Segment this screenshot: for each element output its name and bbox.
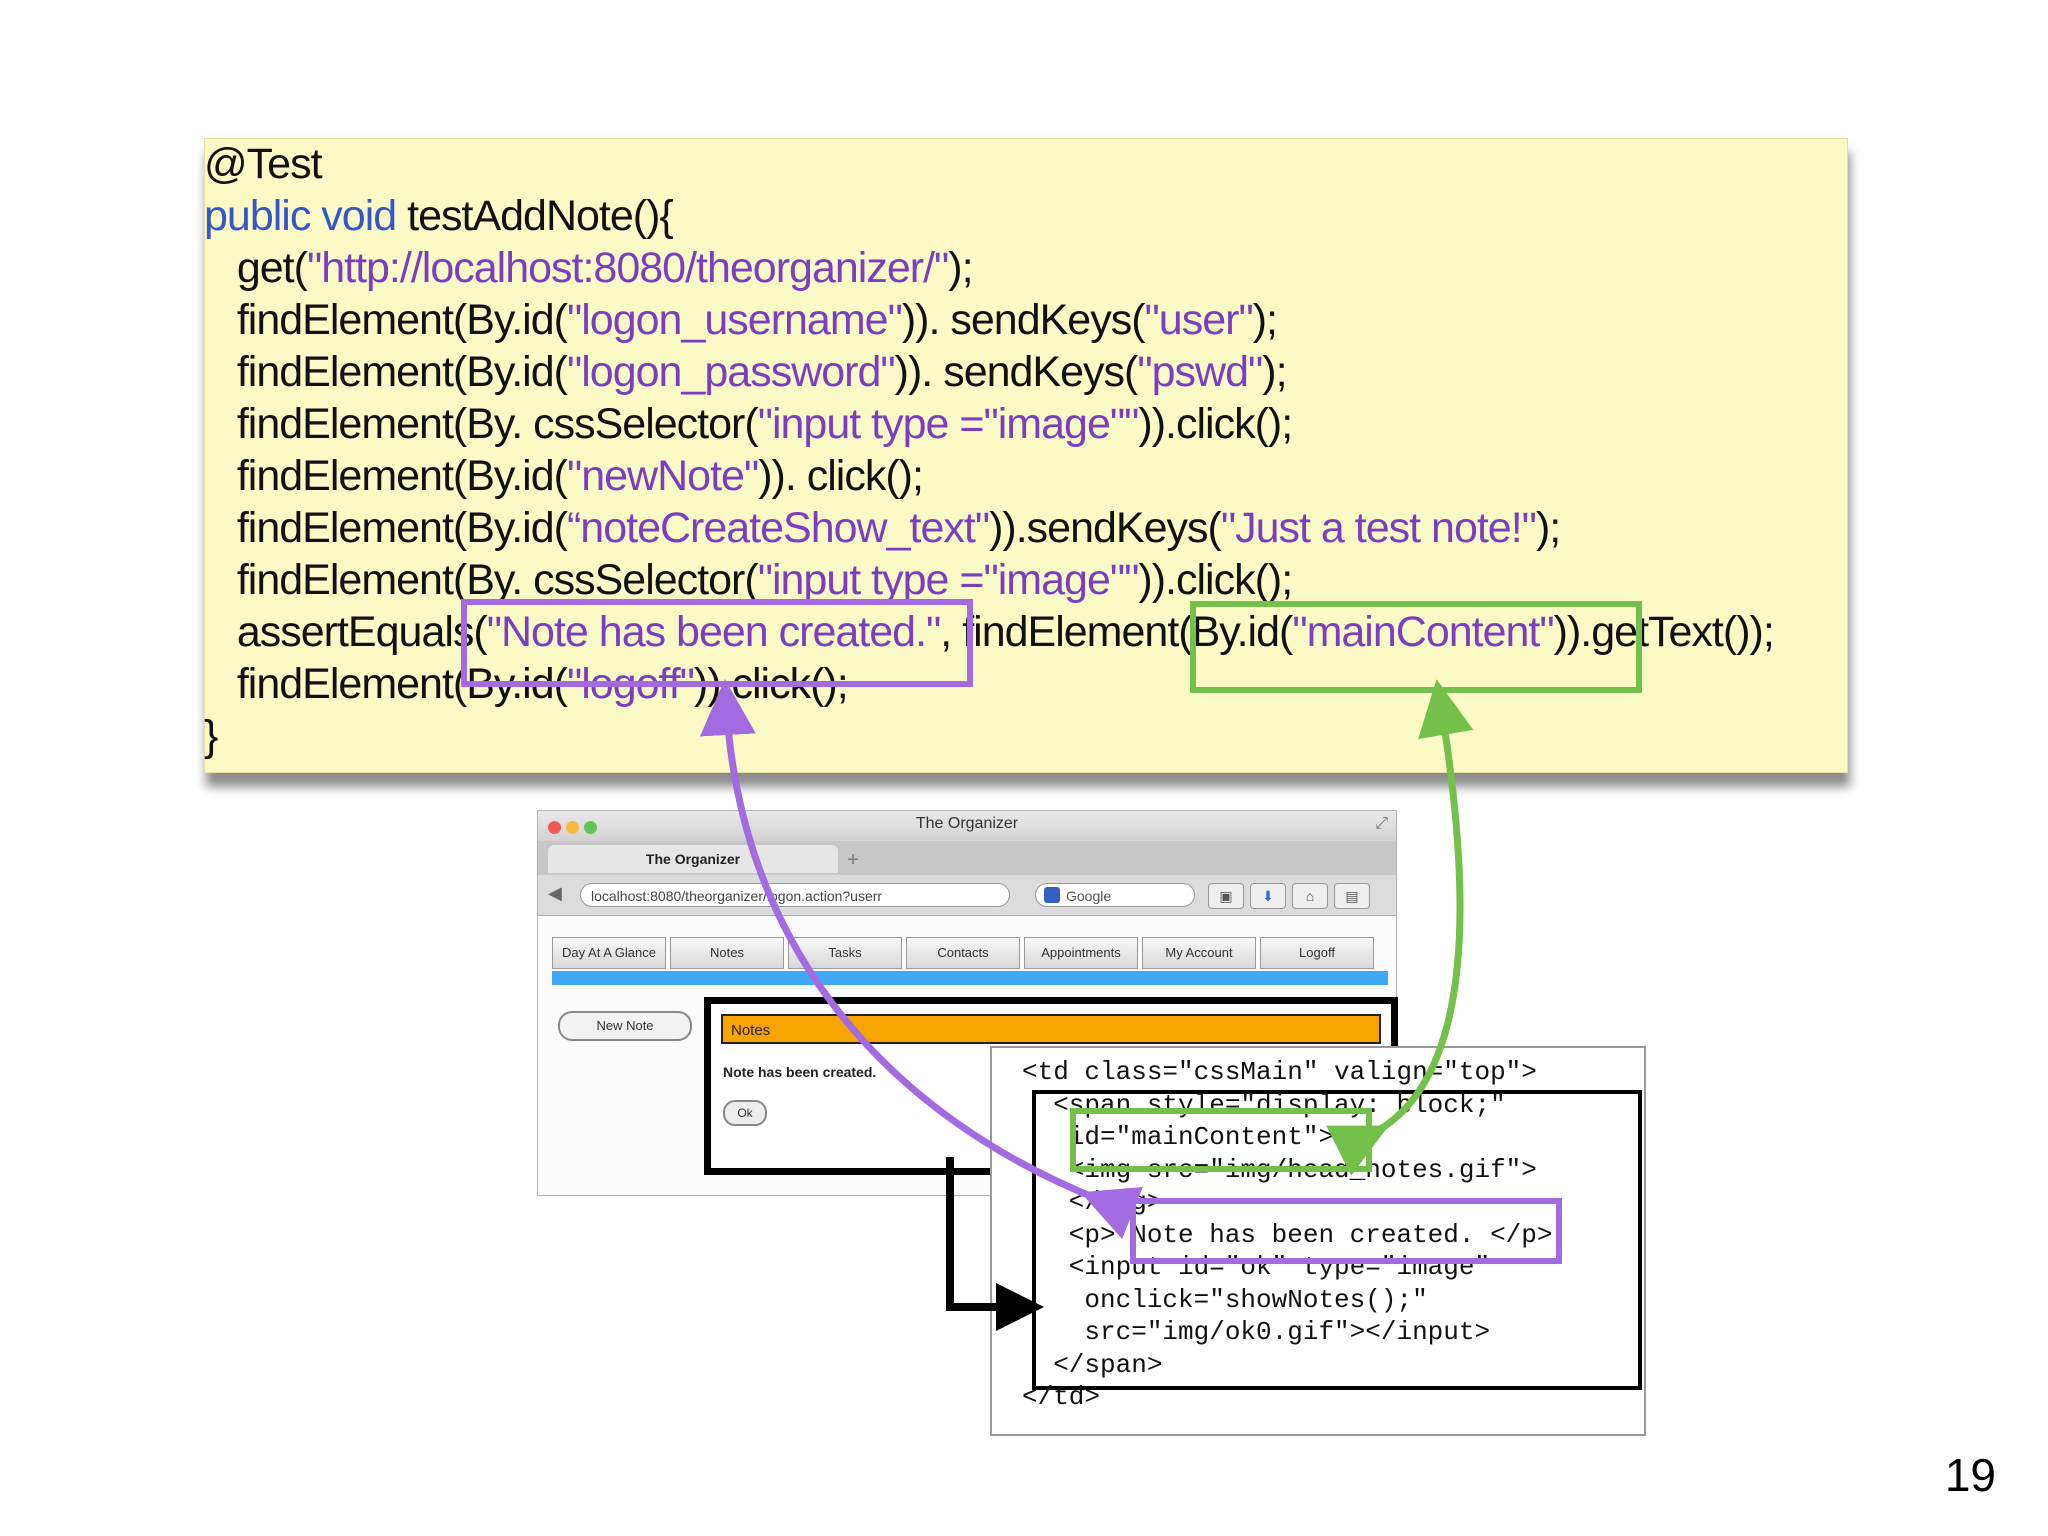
- code-token: @Test: [204, 140, 323, 188]
- url-bar[interactable]: localhost:8080/theorganizer/logon.action…: [580, 883, 1010, 907]
- code-token: "input type ="image"": [757, 400, 1140, 448]
- code-token: )).click();: [1138, 556, 1293, 604]
- titlebar: The Organizer ⤢: [538, 811, 1396, 841]
- code-token: "input type ="image"": [757, 556, 1140, 604]
- code-token: findElement(By.id(: [204, 504, 568, 552]
- code-token: )).click();: [1138, 400, 1293, 448]
- notes-header: Notes: [721, 1014, 1381, 1044]
- html-line: src="img/ok0.gif"></input>: [1022, 1317, 1491, 1347]
- code-line: assertEquals("Note has been created.", f…: [204, 606, 1775, 658]
- code-token: "http://localhost:8080/theorganizer/": [306, 244, 949, 292]
- code-token: )).sendKeys(: [989, 504, 1222, 552]
- code-token: assertEquals(: [204, 608, 488, 656]
- code-token: testAddNote(){: [407, 192, 674, 240]
- code-token: }: [204, 712, 218, 760]
- code-token: "user": [1144, 296, 1254, 344]
- minimize-window-icon[interactable]: [566, 821, 579, 834]
- code-line: }: [204, 710, 218, 762]
- code-line: @Test: [204, 138, 323, 190]
- browser-toolbar: ◀ localhost:8080/theorganizer/logon.acti…: [538, 875, 1396, 916]
- code-token: findElement(By. cssSelector(: [204, 400, 759, 448]
- new-note-button[interactable]: New Note: [558, 1011, 692, 1041]
- code-token: );: [1262, 348, 1287, 396]
- search-placeholder: Google: [1066, 888, 1112, 904]
- extension-icon[interactable]: ▤: [1334, 883, 1370, 909]
- code-line: get("http://localhost:8080/theorganizer/…: [204, 242, 974, 294]
- code-line: findElement(By. cssSelector("input type …: [204, 398, 1293, 450]
- code-token: , findElement(By.id(: [940, 608, 1293, 656]
- code-token: )). click();: [758, 452, 924, 500]
- new-tab-button[interactable]: +: [847, 849, 859, 871]
- nav-tab[interactable]: Logoff: [1260, 937, 1374, 969]
- code-token: "pswd": [1137, 348, 1263, 396]
- code-token: "logon_username": [566, 296, 903, 344]
- nav-tab[interactable]: My Account: [1142, 937, 1256, 969]
- code-token: )). sendKeys(: [901, 296, 1146, 344]
- code-token: public void: [204, 192, 408, 240]
- code-token: findElement(By.id(: [204, 452, 568, 500]
- code-token: findElement(By. cssSelector(: [204, 556, 759, 604]
- slide-number: 19: [1944, 1449, 1996, 1501]
- nav-divider: [552, 971, 1388, 985]
- html-line: <input id="ok" type="image": [1022, 1252, 1491, 1282]
- browser-tab[interactable]: The Organizer: [548, 845, 838, 873]
- close-window-icon[interactable]: [548, 821, 561, 834]
- code-token: );: [1252, 296, 1278, 344]
- nav-tab[interactable]: Tasks: [788, 937, 902, 969]
- code-token: );: [948, 244, 973, 292]
- back-icon[interactable]: ◀: [548, 883, 562, 903]
- tab-bar: The Organizer +: [538, 841, 1396, 875]
- nav-tab[interactable]: Contacts: [906, 937, 1020, 969]
- maincontent-id-highlight: [1070, 1108, 1372, 1172]
- code-token: “noteCreateShow_text": [566, 504, 990, 552]
- paragraph-text-highlight: [1130, 1198, 1562, 1264]
- download-icon[interactable]: ⬇: [1250, 883, 1286, 909]
- expected-text-highlight: [461, 599, 973, 687]
- code-token: );: [1535, 504, 1561, 552]
- code-line: public void testAddNote(){: [204, 190, 674, 242]
- html-line: <td class="cssMain" valign="top">: [1022, 1057, 1537, 1087]
- google-icon: [1044, 887, 1060, 903]
- html-line: </span>: [1022, 1349, 1163, 1380]
- code-token: "logon_password": [566, 348, 896, 396]
- code-token: "Just a test note!": [1220, 504, 1537, 552]
- locator-highlight: [1190, 601, 1642, 693]
- notes-message: Note has been created.: [723, 1064, 877, 1080]
- code-token: "Note has been created.": [486, 608, 942, 656]
- code-line: findElement(By.id(“noteCreateShow_text")…: [204, 502, 1561, 554]
- html-line: onclick="showNotes();": [1022, 1284, 1428, 1315]
- code-token: "mainContent": [1292, 608, 1554, 656]
- code-token: findElement(By.id(: [204, 296, 568, 344]
- home-icon[interactable]: ⌂: [1292, 883, 1328, 909]
- html-line: </td>: [1022, 1382, 1101, 1412]
- search-input[interactable]: Google: [1035, 883, 1195, 907]
- code-line: findElement(By.id("logon_username")). se…: [204, 294, 1278, 346]
- code-token: )).getText());: [1553, 608, 1775, 656]
- code-line: findElement(By. cssSelector("input type …: [204, 554, 1293, 606]
- code-token: get(: [204, 244, 308, 292]
- nav-tab[interactable]: Appointments: [1024, 937, 1138, 969]
- code-token: findElement(By.id(: [204, 348, 568, 396]
- zoom-window-icon[interactable]: [584, 821, 597, 834]
- code-panel: [204, 138, 1848, 773]
- ok-button[interactable]: Ok: [723, 1100, 767, 1126]
- code-line: findElement(By.id("logon_password")). se…: [204, 346, 1288, 398]
- fullscreen-icon[interactable]: ⤢: [1375, 815, 1388, 832]
- code-line: findElement(By.id("newNote")). click();: [204, 450, 924, 502]
- bookmarks-icon[interactable]: ▣: [1208, 883, 1244, 909]
- window-title: The Organizer: [915, 815, 1019, 832]
- code-token: "newNote": [566, 452, 759, 500]
- code-token: )). sendKeys(: [894, 348, 1139, 396]
- nav-tab[interactable]: Notes: [670, 937, 784, 969]
- nav-tab[interactable]: Day At A Glance: [552, 937, 666, 969]
